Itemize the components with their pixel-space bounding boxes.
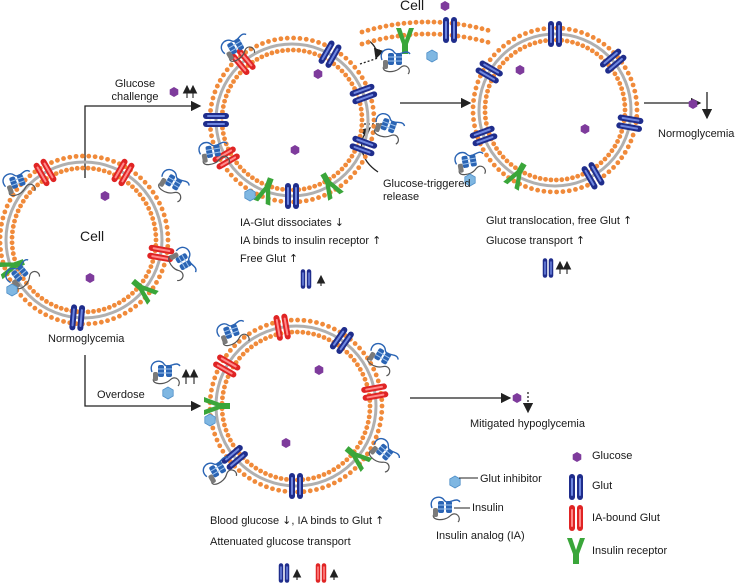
distant-cell-receptor <box>396 28 414 54</box>
overdose-insulin-icon <box>150 360 181 387</box>
glucose-challenge-line1: Glucose <box>114 78 156 90</box>
ia-binds-glut-text: , IA binds to Glut <box>291 515 373 527</box>
overdose-path-arrow <box>84 355 202 412</box>
challenge-glucose-icon <box>169 87 179 97</box>
free-glut-icon <box>300 269 312 289</box>
glucose-challenge-line2: challenge <box>111 91 159 103</box>
release-line2: release <box>383 191 420 203</box>
resting-cell-insulin-2 <box>153 166 193 204</box>
top-middle-note: IA-Glut dissociates ↓ IA binds to insuli… <box>240 216 382 265</box>
challenge-path-arrow <box>84 100 202 178</box>
translocation-cell-glucose <box>580 124 590 134</box>
legend-symbols <box>150 87 698 583</box>
normoglycemia-result-label: Normoglycemia <box>658 128 735 140</box>
overdose-cell-insulin-3 <box>363 435 404 474</box>
free-glut-text: Free Glut <box>240 253 286 265</box>
distant-cell-glucose <box>440 1 450 11</box>
attenuated-transport-text: Attenuated glucose transport <box>210 536 351 548</box>
legend-ia-glut-icon <box>569 505 583 531</box>
resting-cell-glucose-2 <box>85 273 95 283</box>
legend-glucose-icon <box>572 452 582 462</box>
transport-glut-icon <box>542 258 554 278</box>
mitigated-hypoglycemia-label: Mitigated hypoglycemia <box>470 418 585 430</box>
legend-receptor-label: Insulin receptor <box>592 545 668 557</box>
translocation-text: Glut translocation, free Glut <box>486 215 620 227</box>
cell-layer <box>0 19 644 499</box>
mitigated-glucose-icon <box>512 393 522 403</box>
top-right-note: Glut translocation, free Glut ↑ Glucose … <box>486 214 633 247</box>
bottom-ia-glut-icon <box>315 563 327 583</box>
legend-glut-label: Glut <box>592 480 613 492</box>
dissociate-text: IA-Glut dissociates <box>240 217 332 229</box>
insulin-analog-label: Insulin analog (IA) <box>436 530 525 542</box>
overdose-cell-membrane <box>204 313 389 499</box>
small-indicator-arrows <box>181 84 572 580</box>
distant-cell-inhibitor <box>426 49 438 63</box>
distant-cell-insulin <box>380 48 411 75</box>
legend-glut-icon <box>569 474 583 500</box>
bottom-note: Blood glucose ↓, IA binds to Glut ↑ Atte… <box>210 514 385 548</box>
insulin-label: Insulin <box>472 502 504 514</box>
translocation-cell-glucose-2 <box>515 65 525 75</box>
challenge-cell-inhibitor <box>244 188 256 202</box>
distant-cell-label: Cell <box>400 0 425 13</box>
glucose-triggered-release-label: Glucose-triggered release <box>383 178 470 204</box>
overdose-cell-glucose <box>314 365 324 375</box>
glucose-transport-text: Glucose transport <box>486 235 573 247</box>
normoglycemia-label: Normoglycemia <box>48 333 125 345</box>
release-line1: Glucose-triggered <box>383 178 471 190</box>
glucose-challenge-label: Glucose challenge <box>100 78 170 104</box>
distant-cell-membrane <box>359 19 491 47</box>
translocation-cell-membrane <box>468 21 644 195</box>
blood-glucose-text: Blood glucose <box>210 515 280 527</box>
overdose-label: Overdose <box>97 389 145 401</box>
overdose-cell-inhibitor <box>204 413 216 427</box>
overdose-cell-glucose-2 <box>281 438 291 448</box>
binds-receptor-text: IA binds to insulin receptor <box>240 235 370 247</box>
resting-cell-label: Cell <box>80 228 105 244</box>
legend-receptor-icon <box>567 538 585 564</box>
analog-insulin-icon <box>430 496 461 523</box>
legend-ia-glut-label: IA-bound Glut <box>592 512 660 524</box>
normo-glucose-icon <box>688 99 698 109</box>
analog-inhibitor-icon <box>449 475 461 489</box>
challenge-cell-membrane <box>203 35 379 209</box>
overdose-cell-insulin-4 <box>200 452 239 490</box>
legend-glucose-label: Glucose <box>592 450 633 462</box>
challenge-cell-glucose-2 <box>290 145 300 155</box>
challenge-cell-insulin-3 <box>369 110 407 146</box>
resting-cell-membrane <box>0 153 175 332</box>
distant-cell-glut <box>443 17 457 43</box>
glut-inhibitor-label: Glut inhibitor <box>480 473 542 485</box>
resting-cell-glucose <box>100 191 110 201</box>
resting-cell-inhibitor <box>6 283 18 297</box>
challenge-cell-glucose <box>313 69 323 79</box>
overdose-inhibitor-icon <box>162 386 174 400</box>
bottom-glut-icon <box>278 563 290 583</box>
